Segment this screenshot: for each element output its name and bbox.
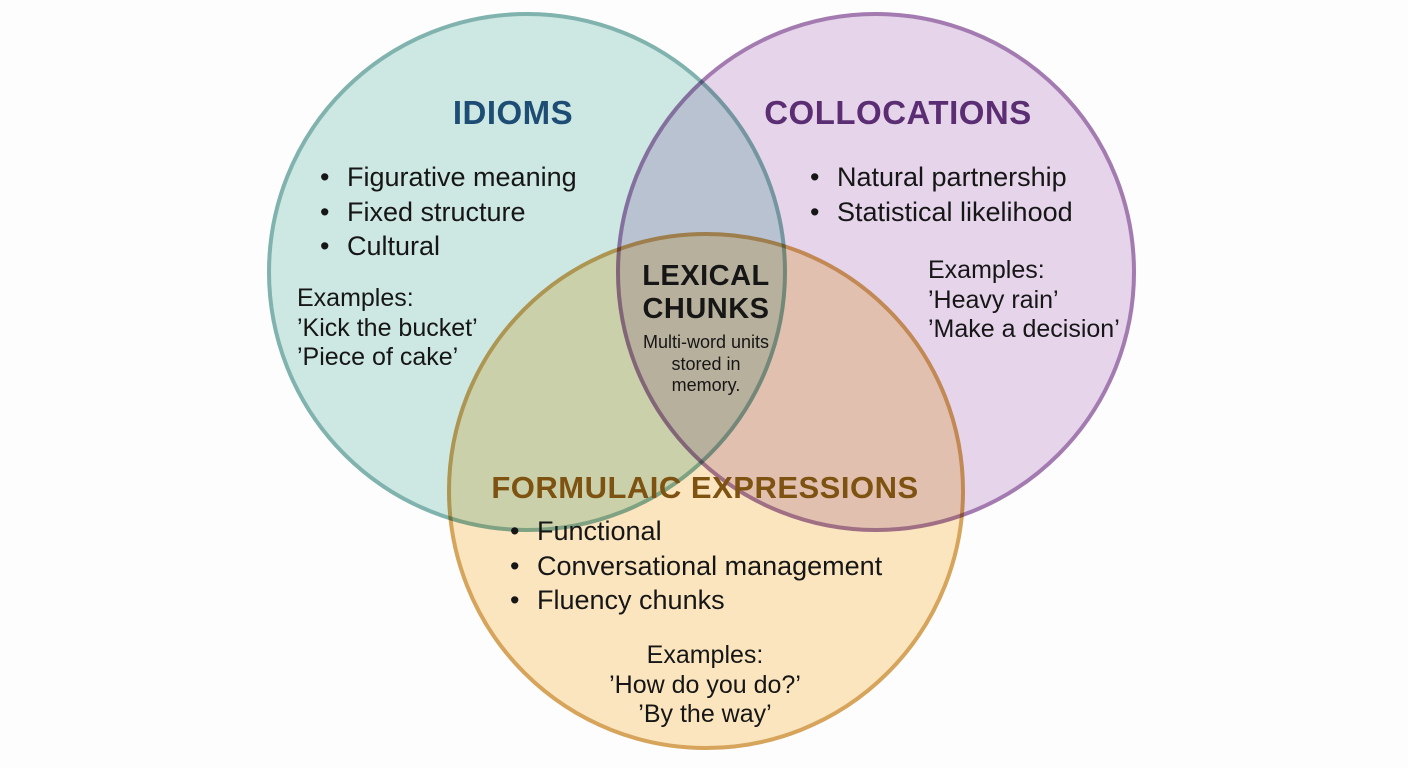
collocations-bullet: Natural partnership: [810, 160, 1073, 195]
formulaic-example: ’How do you do?’: [609, 670, 801, 699]
collocations-example: ’Heavy rain’: [928, 285, 1059, 314]
formulaic-bullet: Conversational management: [510, 549, 882, 584]
collocations-examples: Examples: ’Heavy rain’ ’Make a decision’: [928, 256, 1120, 345]
formulaic-examples-label: Examples:: [646, 641, 764, 669]
idioms-examples-label: Examples:: [297, 284, 414, 312]
idioms-bullet-list: Figurative meaning Fixed structure Cultu…: [320, 160, 577, 264]
formulaic-circle: [447, 232, 965, 750]
idioms-examples: Examples: ’Kick the bucket’ ’Piece of ca…: [297, 284, 478, 373]
formulaic-bullet: Fluency chunks: [510, 583, 882, 618]
formulaic-title: FORMULAIC EXPRESSIONS: [491, 470, 919, 505]
idioms-title: IDIOMS: [452, 94, 574, 131]
formulaic-bullet: Functional: [510, 514, 882, 549]
formulaic-examples: Examples: ’How do you do?’ ’By the way’: [555, 641, 855, 730]
idioms-bullet: Fixed structure: [320, 195, 577, 230]
idioms-example: ’Kick the bucket’: [297, 313, 478, 342]
idioms-bullet: Cultural: [320, 229, 577, 264]
center-title-line: CHUNKS: [642, 293, 770, 325]
formulaic-example: ’By the way’: [638, 700, 772, 728]
center-title-line: LEXICAL: [642, 260, 770, 292]
collocations-title: COLLOCATIONS: [764, 94, 1032, 131]
collocations-example: ’Make a decision’: [928, 315, 1120, 343]
center-description-line: stored in: [671, 353, 741, 374]
formulaic-bullet-list: Functional Conversational management Flu…: [510, 514, 882, 618]
idioms-bullet: Figurative meaning: [320, 160, 577, 195]
center-description-line: Multi-word units: [642, 332, 770, 352]
center-description-line: memory.: [671, 375, 741, 395]
collocations-bullet-list: Natural partnership Statistical likeliho…: [810, 160, 1073, 229]
collocations-examples-label: Examples:: [928, 256, 1045, 284]
idioms-example: ’Piece of cake’: [297, 343, 459, 371]
center-description: Multi-word units stored in memory.: [606, 332, 806, 397]
collocations-bullet: Statistical likelihood: [810, 195, 1073, 230]
center-title: LEXICAL CHUNKS: [606, 260, 806, 326]
center-label: LEXICAL CHUNKS Multi-word units stored i…: [606, 260, 806, 397]
